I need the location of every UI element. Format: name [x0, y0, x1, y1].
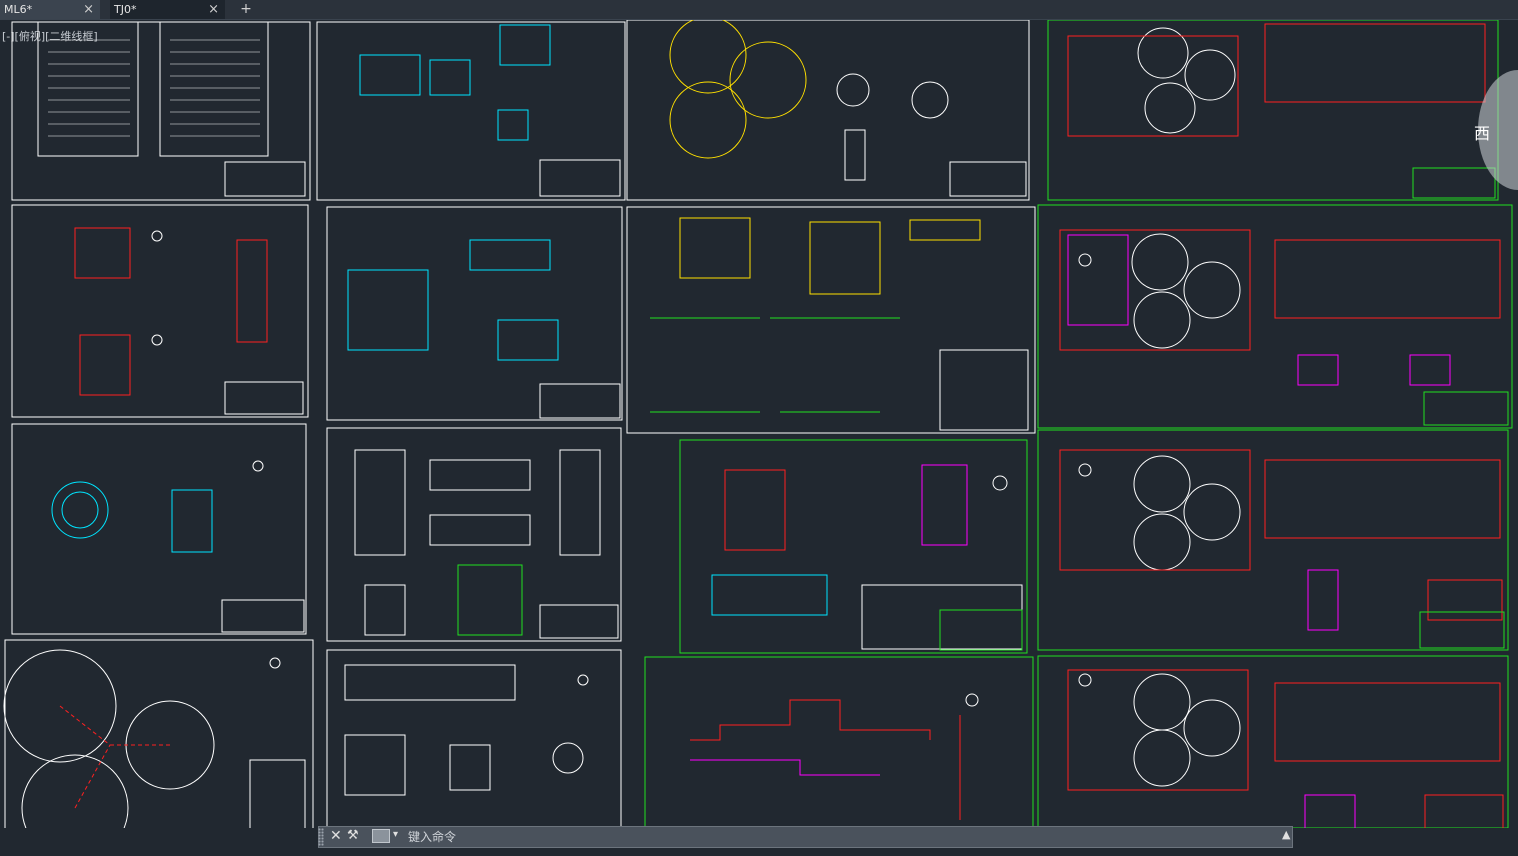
- sheet-pipe-layout-1: [1047, 20, 1499, 201]
- tab-label: ML6*: [4, 3, 33, 16]
- command-line[interactable]: [318, 826, 1293, 848]
- viewcube-west-label[interactable]: 西: [1474, 124, 1491, 143]
- tab-tj0[interactable]: TJ0* ×: [110, 0, 225, 19]
- sheet-clarifier-detail: [626, 20, 1030, 201]
- close-icon[interactable]: ×: [83, 2, 94, 17]
- tab-label: TJ0*: [114, 3, 137, 16]
- sheet-pump-station: [11, 204, 309, 418]
- sheet-table-list: [11, 21, 311, 201]
- sheet-pipe-layout-2: [1037, 204, 1513, 429]
- chevron-down-icon[interactable]: ▾: [393, 829, 399, 840]
- command-input[interactable]: 键入命令: [408, 830, 457, 844]
- new-tab-button[interactable]: +: [240, 1, 252, 17]
- sheet-structure-detail: [626, 206, 1036, 434]
- chevron-up-icon[interactable]: ▲: [1282, 828, 1291, 841]
- sheet-profile: [644, 656, 1034, 828]
- sheet-manhole: [11, 423, 307, 635]
- tab-ml6[interactable]: ML6* ×: [0, 0, 100, 19]
- command-icon[interactable]: [372, 829, 390, 843]
- sheet-pipe-layout-3: [1037, 429, 1509, 651]
- close-icon[interactable]: ✕: [330, 828, 342, 844]
- sheet-elevations: [326, 427, 622, 642]
- customize-icon[interactable]: ⚒: [347, 828, 359, 843]
- drawing-canvas[interactable]: [0, 20, 1518, 828]
- sheet-building-section: [316, 21, 626, 201]
- sheet-tank-layout: [4, 639, 314, 828]
- sheet-sections: [326, 649, 622, 828]
- sheet-pipe-layout-4: [1037, 655, 1509, 828]
- sheet-cyan-plan: [326, 206, 623, 421]
- close-icon[interactable]: ×: [208, 2, 219, 17]
- file-tab-bar: ML6* × TJ0* × +: [0, 0, 1518, 20]
- command-line-grip[interactable]: [318, 828, 324, 846]
- sheet-inlet-section: [679, 439, 1028, 654]
